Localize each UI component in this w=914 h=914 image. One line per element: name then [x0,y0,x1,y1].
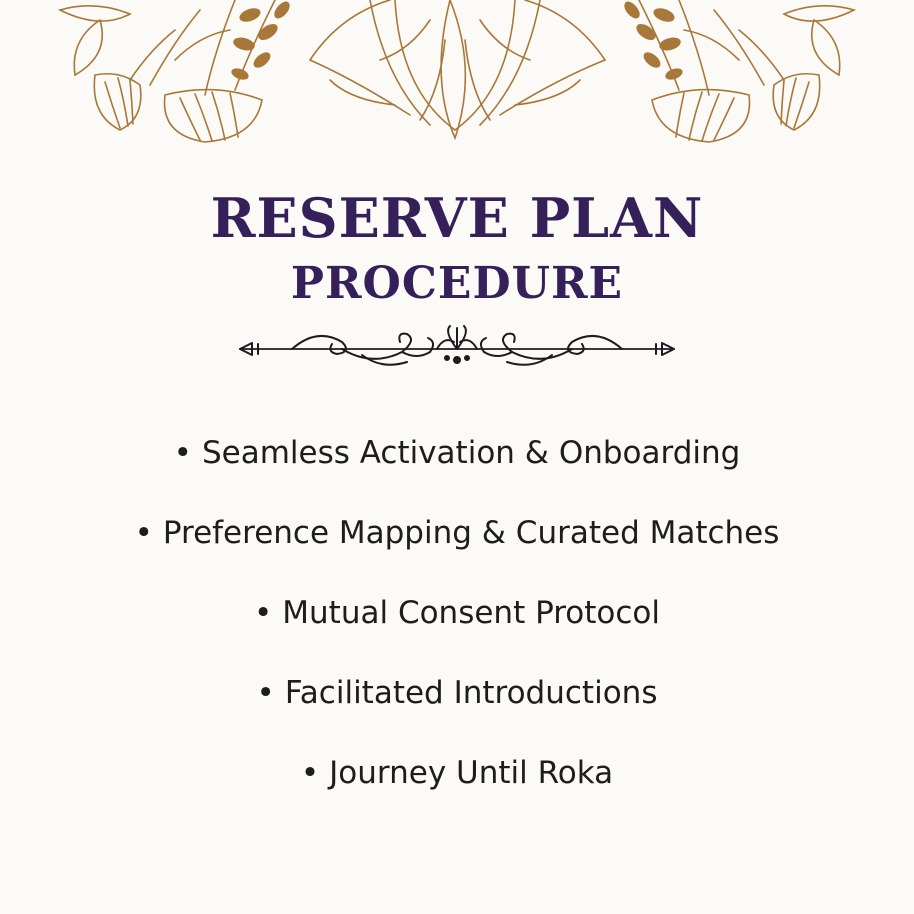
bullet-icon: • [253,595,273,631]
scroll-flourish-icon [239,325,675,366]
golden-floral-border-icon [57,0,857,143]
procedure-list: •Seamless Activation & Onboarding •Prefe… [0,427,914,827]
list-item-text: Preference Mapping & Curated Matches [162,515,780,551]
list-item: •Preference Mapping & Curated Matches [0,507,914,587]
list-item-text: Facilitated Introductions [284,675,658,711]
list-item: •Seamless Activation & Onboarding [0,427,914,507]
list-item-text: Journey Until Roka [329,755,614,791]
list-item: •Facilitated Introductions [0,667,914,747]
bullet-icon: • [173,435,192,471]
bullet-icon: • [134,515,153,551]
page-subtitle: Procedure [290,258,624,309]
bullet-icon: • [256,675,275,711]
bullet-icon: • [300,755,320,791]
page-title: Reserve Plan [210,186,704,250]
list-item: •Mutual Consent Protocol [0,587,914,667]
list-item-text: Seamless Activation & Onboarding [201,435,741,471]
list-item: •Journey Until Roka [0,747,914,827]
list-item-text: Mutual Consent Protocol [282,595,661,631]
